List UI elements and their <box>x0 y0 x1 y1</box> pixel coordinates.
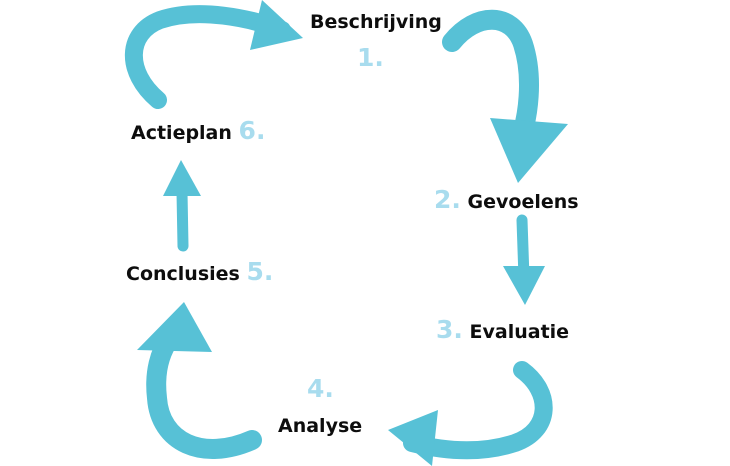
arrow-right-middle-head <box>503 266 545 305</box>
arrow-top-left-body <box>124 5 291 109</box>
arrow-bottom-left <box>137 302 262 459</box>
arrow-bottom-left-body <box>146 328 262 459</box>
step-5: Conclusies 5. <box>126 258 273 286</box>
step-1-number: 1. <box>357 43 384 72</box>
arrow-top-right <box>442 9 568 183</box>
step-6-number: 6. <box>238 116 266 145</box>
arrow-left-middle-body <box>176 186 189 252</box>
arrow-top-right-head <box>490 118 568 183</box>
step-3-number: 3. <box>436 315 463 344</box>
arrow-left-middle-head <box>163 160 201 196</box>
step-2: 2. Gevoelens <box>434 186 579 214</box>
arrow-left-middle <box>163 160 201 252</box>
step-5-label: Conclusies <box>126 263 240 285</box>
step-3: 3. Evaluatie <box>436 316 569 344</box>
step-4-label: Analyse <box>278 415 363 437</box>
arrow-bottom-left-head <box>137 302 212 352</box>
step-4-number: 4. <box>307 374 334 403</box>
step-6-label: Actieplan <box>131 122 232 144</box>
step-2-number: 2. <box>434 185 461 214</box>
step-5-number: 5. <box>246 257 274 286</box>
step-6: Actieplan 6. <box>131 117 265 145</box>
arrow-bottom-right-body <box>403 361 553 460</box>
arrow-top-right-body <box>442 9 539 150</box>
step-3-label: Evaluatie <box>469 321 570 343</box>
arrow-top-left-head <box>250 0 303 50</box>
arrow-bottom-right-head <box>388 410 438 466</box>
arrow-bottom-right <box>388 361 553 466</box>
arrow-top-left <box>124 0 303 109</box>
arrow-right-middle <box>503 214 545 305</box>
step-1-label: Beschrijving <box>310 11 442 33</box>
step-2-label: Gevoelens <box>467 191 579 213</box>
